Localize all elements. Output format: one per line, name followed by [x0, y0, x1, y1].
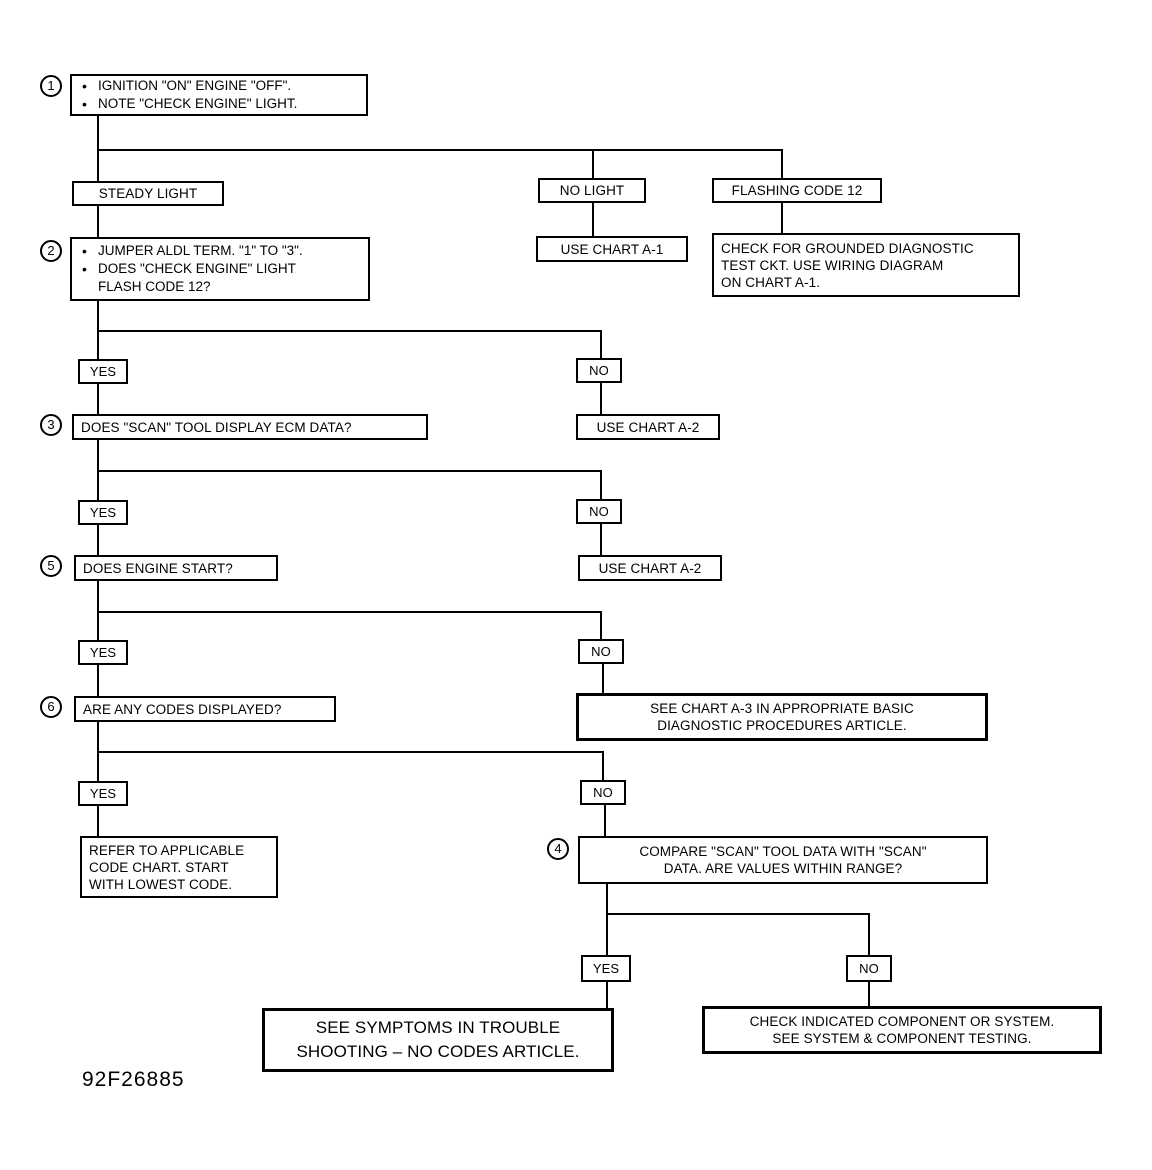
connector-no1-down	[600, 383, 602, 414]
connector-yes3-down	[97, 665, 99, 696]
branch-label-yes-4: YES	[78, 781, 128, 806]
connector-no5-down	[868, 982, 870, 1006]
branch-label-no-5: NO	[846, 955, 892, 982]
branch-label-no-2: NO	[576, 499, 622, 524]
branch-label-no-4: NO	[580, 780, 626, 805]
step-number-1: 1	[40, 75, 62, 97]
node-steady-light: STEADY LIGHT	[72, 181, 224, 206]
connector-branch-bar-6	[97, 751, 604, 753]
node-use-chart-a1: USE CHART A-1	[536, 236, 688, 262]
connector-branch-bar-top	[97, 149, 783, 151]
connector-branch4-yes-down	[606, 913, 608, 955]
document-footer-code: 92F26885	[82, 1068, 185, 1091]
node-use-chart-a2-bottom: USE CHART A-2	[578, 555, 722, 581]
bullet-icon: •	[82, 243, 87, 259]
connector-branch6-yes-down	[97, 751, 99, 781]
node-refer-code-chart: REFER TO APPLICABLE CODE CHART. START WI…	[80, 836, 278, 898]
connector-step6-down	[97, 722, 99, 753]
connector-branch2-no-down	[600, 330, 602, 358]
branch-label-no-1: NO	[576, 358, 622, 383]
node-no-light: NO LIGHT	[538, 178, 646, 203]
node-jumper-aldl-line-2: DOES "CHECK ENGINE" LIGHT FLASH CODE 12?	[98, 261, 296, 294]
bullet-icon: •	[82, 78, 87, 94]
node-jumper-aldl-line-1: JUMPER ALDL TERM. "1" TO "3".	[98, 243, 303, 258]
node-any-codes-displayed: ARE ANY CODES DISPLAYED?	[74, 696, 336, 722]
branch-label-yes-3: YES	[78, 640, 128, 665]
step-number-6: 6	[40, 696, 62, 718]
connector-branch2-yes-down	[97, 330, 99, 359]
connector-branch-bar-5	[97, 611, 602, 613]
node-start: • IGNITION "ON" ENGINE "OFF". • NOTE "CH…	[70, 74, 368, 116]
step-number-5: 5	[40, 555, 62, 577]
connector-branch-bar-3	[97, 470, 602, 472]
list-item: • JUMPER ALDL TERM. "1" TO "3".	[82, 242, 360, 260]
node-use-chart-a2-top: USE CHART A-2	[576, 414, 720, 440]
node-scan-tool-ecm-data: DOES "SCAN" TOOL DISPLAY ECM DATA?	[72, 414, 428, 440]
list-item: • IGNITION "ON" ENGINE "OFF".	[82, 77, 358, 95]
connector-step5-down	[97, 581, 99, 612]
node-flashing-code-12: FLASHING CODE 12	[712, 178, 882, 203]
connector-branch3-yes-down	[97, 470, 99, 500]
connector-yes1-down	[97, 384, 99, 414]
node-start-line-1: IGNITION "ON" ENGINE "OFF".	[98, 78, 292, 93]
connector-yes2-down	[97, 525, 99, 555]
connector-branch-bar-2	[97, 330, 602, 332]
list-item: • NOTE "CHECK ENGINE" LIGHT.	[82, 95, 358, 113]
connector-no3-down	[602, 664, 604, 693]
branch-label-yes-2: YES	[78, 500, 128, 525]
connector-to-flashing-code	[781, 149, 783, 178]
node-see-symptoms: SEE SYMPTOMS IN TROUBLE SHOOTING – NO CO…	[262, 1008, 614, 1072]
node-start-line-2: NOTE "CHECK ENGINE" LIGHT.	[98, 96, 298, 111]
connector-branch3-no-down	[600, 470, 602, 499]
connector-step2-down	[97, 301, 99, 331]
node-check-component: CHECK INDICATED COMPONENT OR SYSTEM. SEE…	[702, 1006, 1102, 1054]
node-compare-scan-data: COMPARE "SCAN" TOOL DATA WITH "SCAN" DAT…	[578, 836, 988, 884]
connector-branch5-yes-down	[97, 611, 99, 641]
connector-yes5-down	[606, 982, 608, 1009]
bullet-icon: •	[82, 96, 87, 112]
connector-branch6-no-down	[602, 751, 604, 780]
connector-flashing-code-down	[781, 203, 783, 233]
step-number-4: 4	[547, 838, 569, 860]
connector-step4-down	[606, 884, 608, 914]
connector-branch-bar-4	[606, 913, 870, 915]
connector-branch5-no-down	[600, 611, 602, 640]
connector-step3-down	[97, 440, 99, 471]
connector-no-light-down	[592, 203, 594, 236]
connector-branch4-no-down	[868, 913, 870, 955]
node-jumper-aldl: • JUMPER ALDL TERM. "1" TO "3". • DOES "…	[70, 237, 370, 301]
node-see-chart-a3: SEE CHART A-3 IN APPROPRIATE BASIC DIAGN…	[576, 693, 988, 741]
node-check-grounded-circuit: CHECK FOR GROUNDED DIAGNOSTIC TEST CKT. …	[712, 233, 1020, 297]
step-number-3: 3	[40, 414, 62, 436]
connector-start-down	[97, 116, 99, 150]
branch-label-yes-1: YES	[78, 359, 128, 384]
list-item: • DOES "CHECK ENGINE" LIGHT FLASH CODE 1…	[82, 260, 360, 296]
connector-no4-down	[604, 805, 606, 836]
node-does-engine-start: DOES ENGINE START?	[74, 555, 278, 581]
bullet-icon: •	[82, 261, 87, 277]
connector-to-steady-light	[97, 149, 99, 181]
branch-label-no-3: NO	[578, 639, 624, 664]
connector-no2-down	[600, 524, 602, 555]
connector-steady-light-down	[97, 206, 99, 237]
connector-to-no-light	[592, 149, 594, 178]
connector-yes4-down	[97, 806, 99, 836]
branch-label-yes-5: YES	[581, 955, 631, 982]
step-number-2: 2	[40, 240, 62, 262]
